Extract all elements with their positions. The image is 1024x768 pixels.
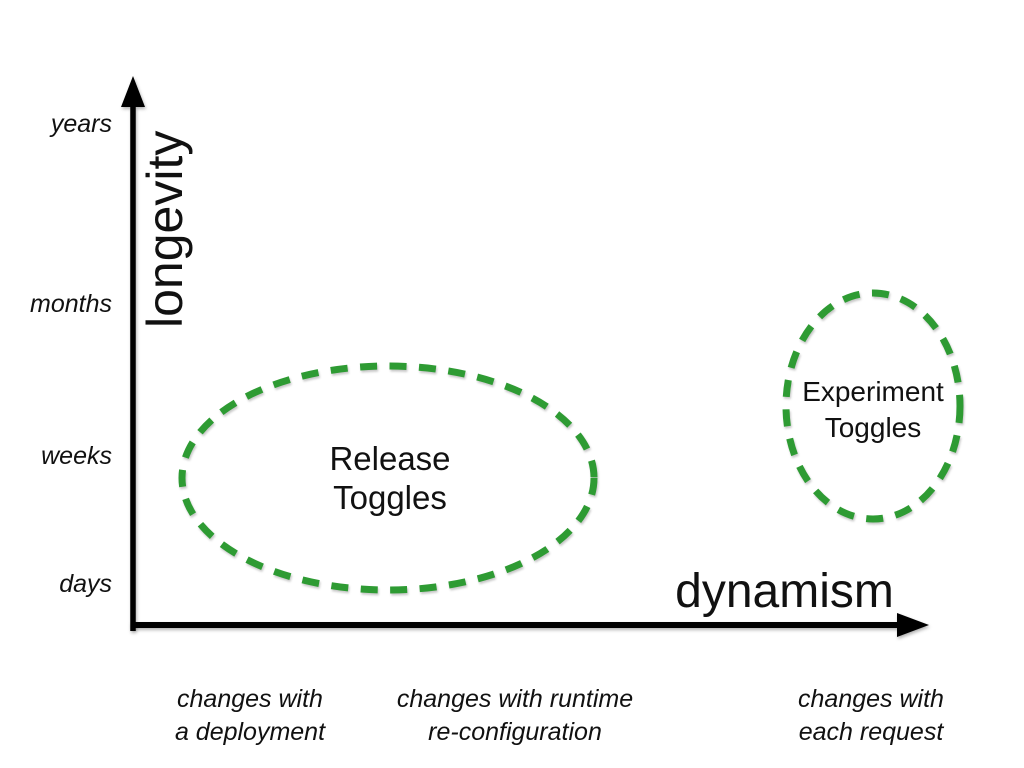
y-tick-months: months [30,290,112,318]
y-axis [121,76,145,631]
x-tick-reconfiguration: changes with runtime re-configuration [396,685,634,746]
experiment-toggles-label: Experiment Toggles [802,376,944,443]
y-axis-title: longevity [137,130,193,328]
x-tick-each-request: changes with each request [798,685,944,746]
release-toggles-label: Release Toggles [329,440,451,516]
y-axis-arrowhead-icon [121,76,145,107]
y-tick-days: days [59,570,112,598]
y-tick-weeks: weeks [41,442,112,470]
experiment-toggles-ellipse [782,289,964,523]
x-tick-deployment: changes with a deployment [174,685,326,746]
x-axis-arrowhead-icon [897,613,929,637]
release-toggles-ellipse [178,362,598,594]
x-axis-title: dynamism [675,565,894,618]
x-axis [130,613,929,637]
y-tick-years: years [50,110,112,138]
